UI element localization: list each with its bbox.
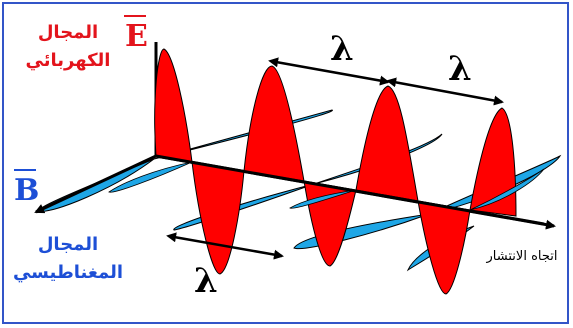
b-axis (34, 154, 157, 214)
em-wave-diagram: λ λ λ E B المجال الكهربائي المجال المغنا… (13, 15, 562, 301)
magnetic-lobe (289, 189, 357, 209)
electric-lobe (154, 48, 193, 163)
magnetic-field-label-line2: المغناطيسي (13, 262, 123, 283)
magnetic-wave-front (108, 161, 545, 211)
wavelength-label: λ (330, 29, 354, 69)
wavelength-arrow (166, 232, 284, 260)
diagram-frame: λ λ λ E B المجال الكهربائي المجال المغنا… (2, 2, 569, 324)
electric-lobe (303, 180, 357, 267)
e-symbol-text: E (125, 19, 148, 54)
electric-lobe (469, 107, 517, 217)
wavelength-label: λ (448, 49, 472, 89)
b-symbol-text: B (14, 173, 39, 208)
propagation-direction-label: اتجاه الانتشار (486, 249, 558, 264)
magnetic-field-label-line1: المجال (38, 234, 98, 255)
electric-field-label-line1: المجال (38, 22, 98, 43)
wavelength-arrow (268, 57, 390, 86)
wavelength-markers: λ λ λ (166, 29, 504, 301)
magnetic-lobe (108, 161, 193, 193)
wavelength-label: λ (194, 261, 218, 301)
e-symbol: E (124, 15, 148, 54)
wavelength-arrow (386, 77, 504, 106)
b-symbol: B (14, 169, 39, 208)
electric-lobe (417, 200, 471, 295)
electric-field-label-line2: الكهربائي (26, 50, 111, 71)
electric-lobe (355, 85, 419, 202)
electric-lobe (243, 65, 305, 182)
magnetic-lobe (469, 168, 545, 211)
propagation-axis-front (155, 154, 545, 226)
